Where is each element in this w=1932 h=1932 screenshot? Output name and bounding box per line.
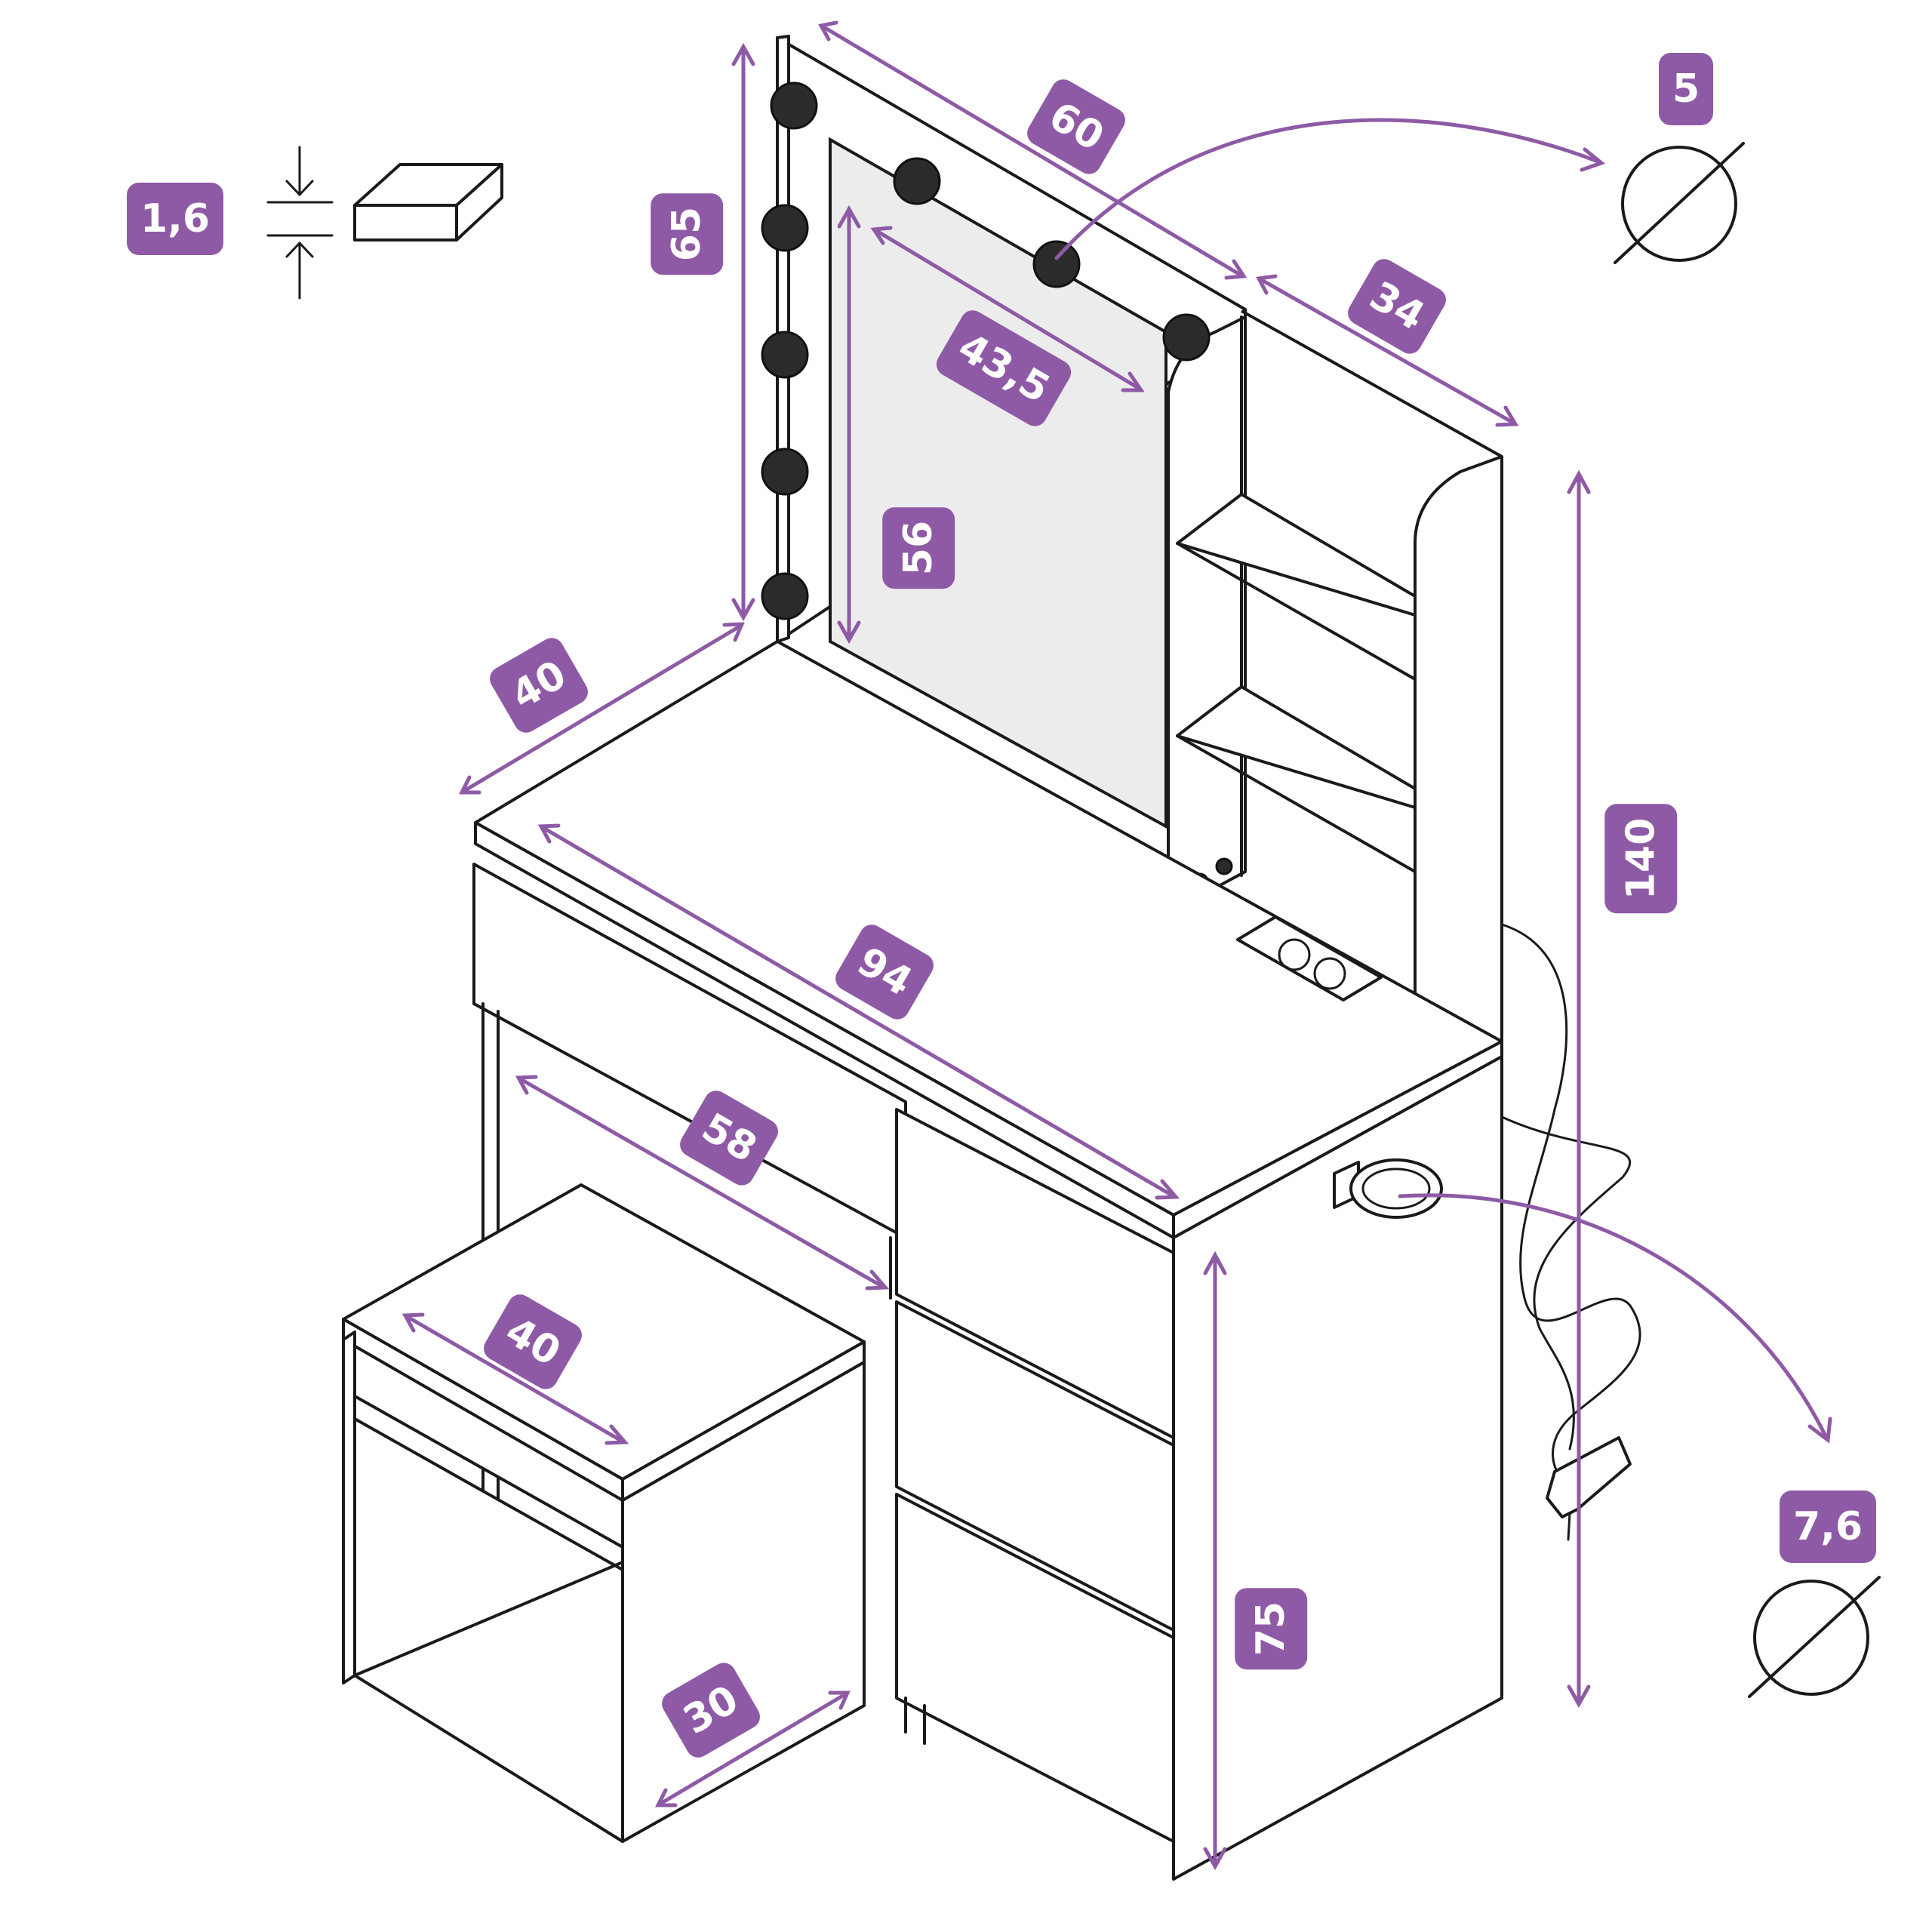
bulb-icon xyxy=(1162,313,1211,361)
dim-75 xyxy=(1203,1251,1227,1871)
diameter-icon xyxy=(1748,1576,1881,1698)
cup-holder xyxy=(1333,1158,1443,1219)
dim-140 xyxy=(1567,469,1591,1709)
dim-7-6 xyxy=(1398,1193,1832,1444)
stool-leg xyxy=(342,1331,356,1684)
plug-icon xyxy=(1546,1436,1632,1518)
dim-56 xyxy=(837,205,861,645)
switch-button xyxy=(1215,857,1233,875)
shelf xyxy=(1176,685,1417,809)
dim-badge-mirror-frame-height: 65 xyxy=(651,192,724,275)
dim-65 xyxy=(731,42,755,622)
bulb-icon xyxy=(761,572,809,620)
desk-top xyxy=(474,640,1503,1239)
dim-badge-cup-holder-diameter: 7,6 xyxy=(1780,1491,1877,1563)
thickness-icon xyxy=(266,146,503,300)
bulb-icon xyxy=(770,82,818,130)
bulb-icon xyxy=(1032,240,1081,288)
drawer xyxy=(895,1108,1175,1439)
dim-badge-panel-thickness: 1,6 xyxy=(127,183,224,255)
dim-40-stool xyxy=(401,1312,629,1445)
dim-94 xyxy=(537,823,1180,1200)
bulb-icon xyxy=(761,331,809,379)
power-cable xyxy=(1500,923,1641,1541)
dimension-lines xyxy=(401,20,1832,1871)
dim-badge-bulb-diameter: 5 xyxy=(1659,53,1714,125)
diameter-icon xyxy=(1614,142,1745,264)
dim-43-5 xyxy=(870,226,1145,392)
drawer xyxy=(895,1300,1175,1632)
dim-58 xyxy=(515,1075,890,1291)
bulbs xyxy=(761,82,1211,620)
dim-40-desk xyxy=(458,622,745,795)
bulb-icon xyxy=(761,204,809,252)
shelf xyxy=(1176,493,1417,617)
dim-34 xyxy=(1256,274,1519,427)
dim-30 xyxy=(654,1690,851,1807)
bulb-icon xyxy=(761,448,809,496)
dim-badge-mirror-height: 56 xyxy=(882,506,955,589)
dim-badge-table-height: 75 xyxy=(1235,1587,1308,1670)
desk-body xyxy=(472,863,1641,1881)
bulb-icon xyxy=(893,157,941,205)
dim-5 xyxy=(1054,118,1606,260)
stool xyxy=(342,1183,866,1843)
dim-badge-total-height: 140 xyxy=(1604,804,1678,914)
dim-60 xyxy=(818,20,1247,280)
power-outlet-icon xyxy=(1236,915,1383,1001)
drawer xyxy=(895,1493,1175,1843)
side-shelf-unit xyxy=(1167,309,1503,1066)
